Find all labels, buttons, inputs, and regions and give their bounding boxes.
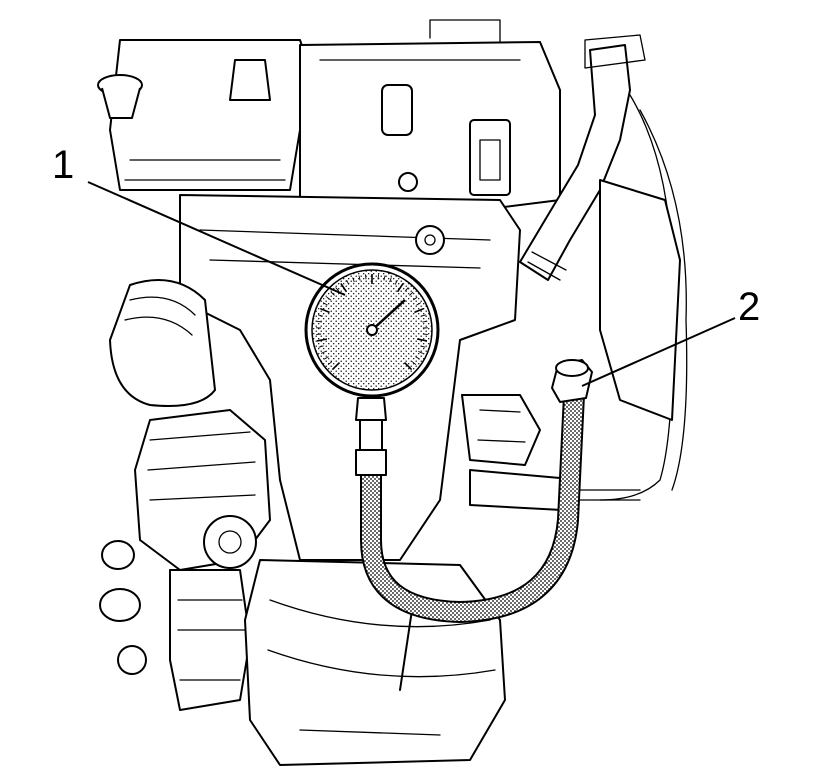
gauge-tick [317, 314, 324, 317]
callout-1-label: 1 [52, 143, 74, 187]
gauge-tick [414, 307, 425, 314]
gauge-tick [340, 282, 348, 293]
gauge-tick [352, 277, 355, 283]
gauge-needle [371, 299, 406, 331]
gauge-tick [331, 361, 341, 371]
gauge-tick [389, 277, 392, 283]
gauge-tick [316, 338, 328, 342]
gauge-tick [383, 275, 386, 281]
gauge-tick [396, 282, 404, 293]
gauge-tick [415, 356, 420, 360]
gauge-tick [316, 320, 322, 323]
gauge-tick [330, 291, 335, 296]
gauge-tick [346, 279, 350, 285]
gauge-tick [409, 291, 414, 296]
callout-2-label: 2 [738, 285, 760, 329]
gauge-tick [418, 350, 424, 354]
gauge-tick [403, 361, 413, 371]
gauge-tick [364, 274, 367, 280]
gauge-tick [420, 314, 427, 317]
gauge-tick [420, 345, 426, 348]
gauge-tick [404, 287, 409, 292]
gauge-tick [320, 350, 326, 354]
callout-1-leader [87, 181, 346, 296]
gauge-dial-ticks [316, 274, 428, 371]
gauge-tick [318, 345, 324, 348]
gauge-tick [377, 274, 380, 280]
test-hose [360, 394, 585, 624]
gauge-tick [327, 361, 333, 366]
gauge-tick [422, 320, 428, 323]
gauge-tick [324, 356, 329, 360]
gauge-tick [416, 338, 428, 342]
hose-adapter-fitting [551, 359, 593, 403]
gauge-tick [335, 287, 340, 292]
gauge-tick [394, 279, 398, 285]
gauge-tick [358, 275, 361, 281]
gauge-tick [322, 302, 328, 306]
callout-2-leader [581, 317, 736, 387]
gauge-tick [416, 302, 422, 306]
gauge-tick [412, 296, 418, 301]
gauge-tick [326, 296, 332, 301]
gauge-tick [411, 361, 417, 366]
pressure-gauge [304, 262, 440, 398]
engine-block [97, 19, 688, 766]
gauge-fitting [355, 397, 387, 476]
gauge-tick [319, 307, 330, 314]
